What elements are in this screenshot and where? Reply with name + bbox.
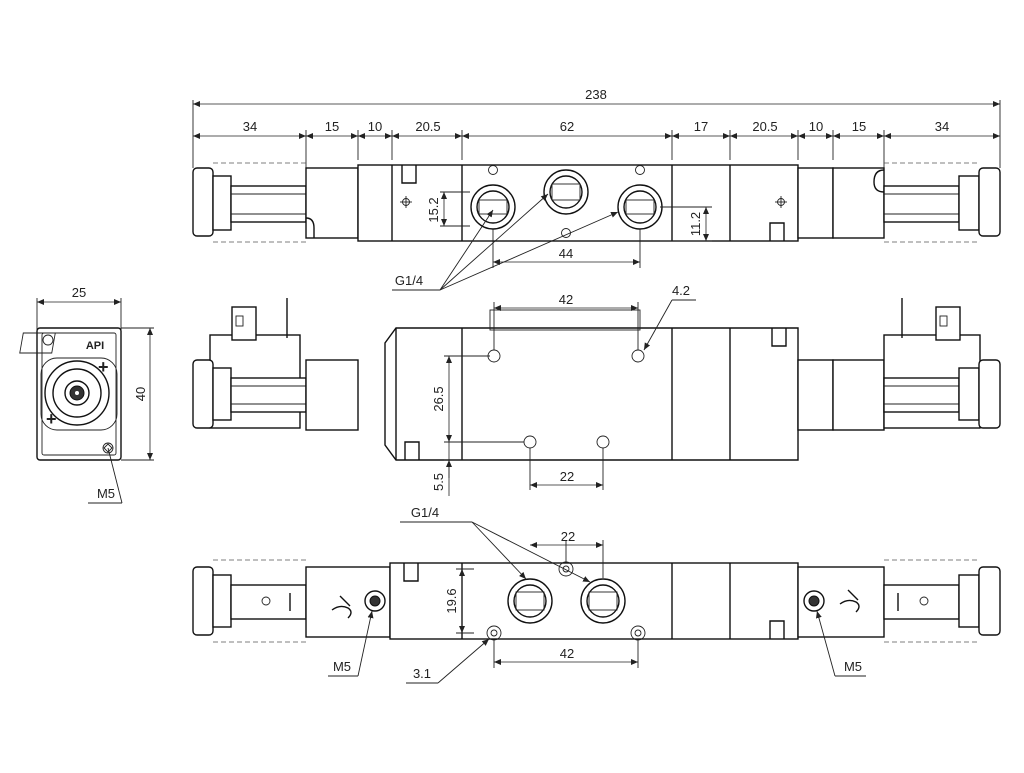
svg-text:+: + <box>98 357 109 377</box>
mid-valve-body <box>384 309 799 461</box>
side-view: 25 40 API + + M5 <box>19 285 154 504</box>
top-extension-lines <box>192 100 1001 168</box>
dim-seg-5: 62 <box>560 119 574 134</box>
dim-bottom-hole-spacing: 42 <box>560 646 574 661</box>
dim-mid-top-spacing: 42 <box>559 292 573 307</box>
dim-mid-hole-diameter: 4.2 <box>672 283 690 298</box>
bottom-view: 22 G1/4 19.6 42 3.1 M5 M5 <box>192 505 1001 684</box>
top-valve-body <box>357 164 799 242</box>
dim-port-spacing: 44 <box>559 246 573 261</box>
dim-seg-7: 20.5 <box>752 119 777 134</box>
side-thread: M5 <box>97 486 115 501</box>
dim-mid-height: 26.5 <box>431 386 446 411</box>
dim-mid-bottom-spacing: 22 <box>560 469 574 484</box>
middle-view: 42 4.2 26.5 5.5 22 <box>192 283 1001 496</box>
dim-seg-2: 15 <box>325 119 339 134</box>
dim-side-height: 40 <box>133 387 148 401</box>
top-view: 238 34 15 10 20.5 62 17 20.5 10 15 34 <box>192 87 1001 291</box>
bottom-valve-body <box>389 561 799 641</box>
dim-side-width: 25 <box>72 285 86 300</box>
dim-bottom-port-spacing: 22 <box>561 529 575 544</box>
bottom-thread-right: M5 <box>844 659 862 674</box>
mid-left-solenoid <box>192 298 359 431</box>
bottom-thread-left: M5 <box>333 659 351 674</box>
bottom-left-solenoid <box>192 559 391 643</box>
dim-seg-9: 15 <box>852 119 866 134</box>
dim-mid-bottom-offset: 5.5 <box>431 473 446 491</box>
top-right-solenoid <box>797 162 1001 243</box>
mid-right-solenoid <box>797 298 1001 431</box>
dim-bottom-height: 19.6 <box>444 588 459 613</box>
dim-port-height: 15.2 <box>426 197 441 222</box>
dim-seg-3: 10 <box>368 119 382 134</box>
dim-seg-8: 10 <box>809 119 823 134</box>
ports-label-bottom: G1/4 <box>411 505 439 520</box>
top-left-solenoid <box>192 162 359 243</box>
ports-label-top: G1/4 <box>395 273 423 288</box>
dim-seg-10: 34 <box>935 119 949 134</box>
side-logo: API <box>86 340 104 352</box>
dim-seg-6: 17 <box>694 119 708 134</box>
bottom-right-solenoid <box>797 559 1001 643</box>
dim-bottom-hole-diameter: 3.1 <box>413 666 431 681</box>
svg-text:+: + <box>46 409 57 429</box>
dim-seg-1: 34 <box>243 119 257 134</box>
dim-port-offset: 11.2 <box>688 212 703 236</box>
dim-seg-4: 20.5 <box>415 119 440 134</box>
dim-overall: 238 <box>585 87 607 102</box>
